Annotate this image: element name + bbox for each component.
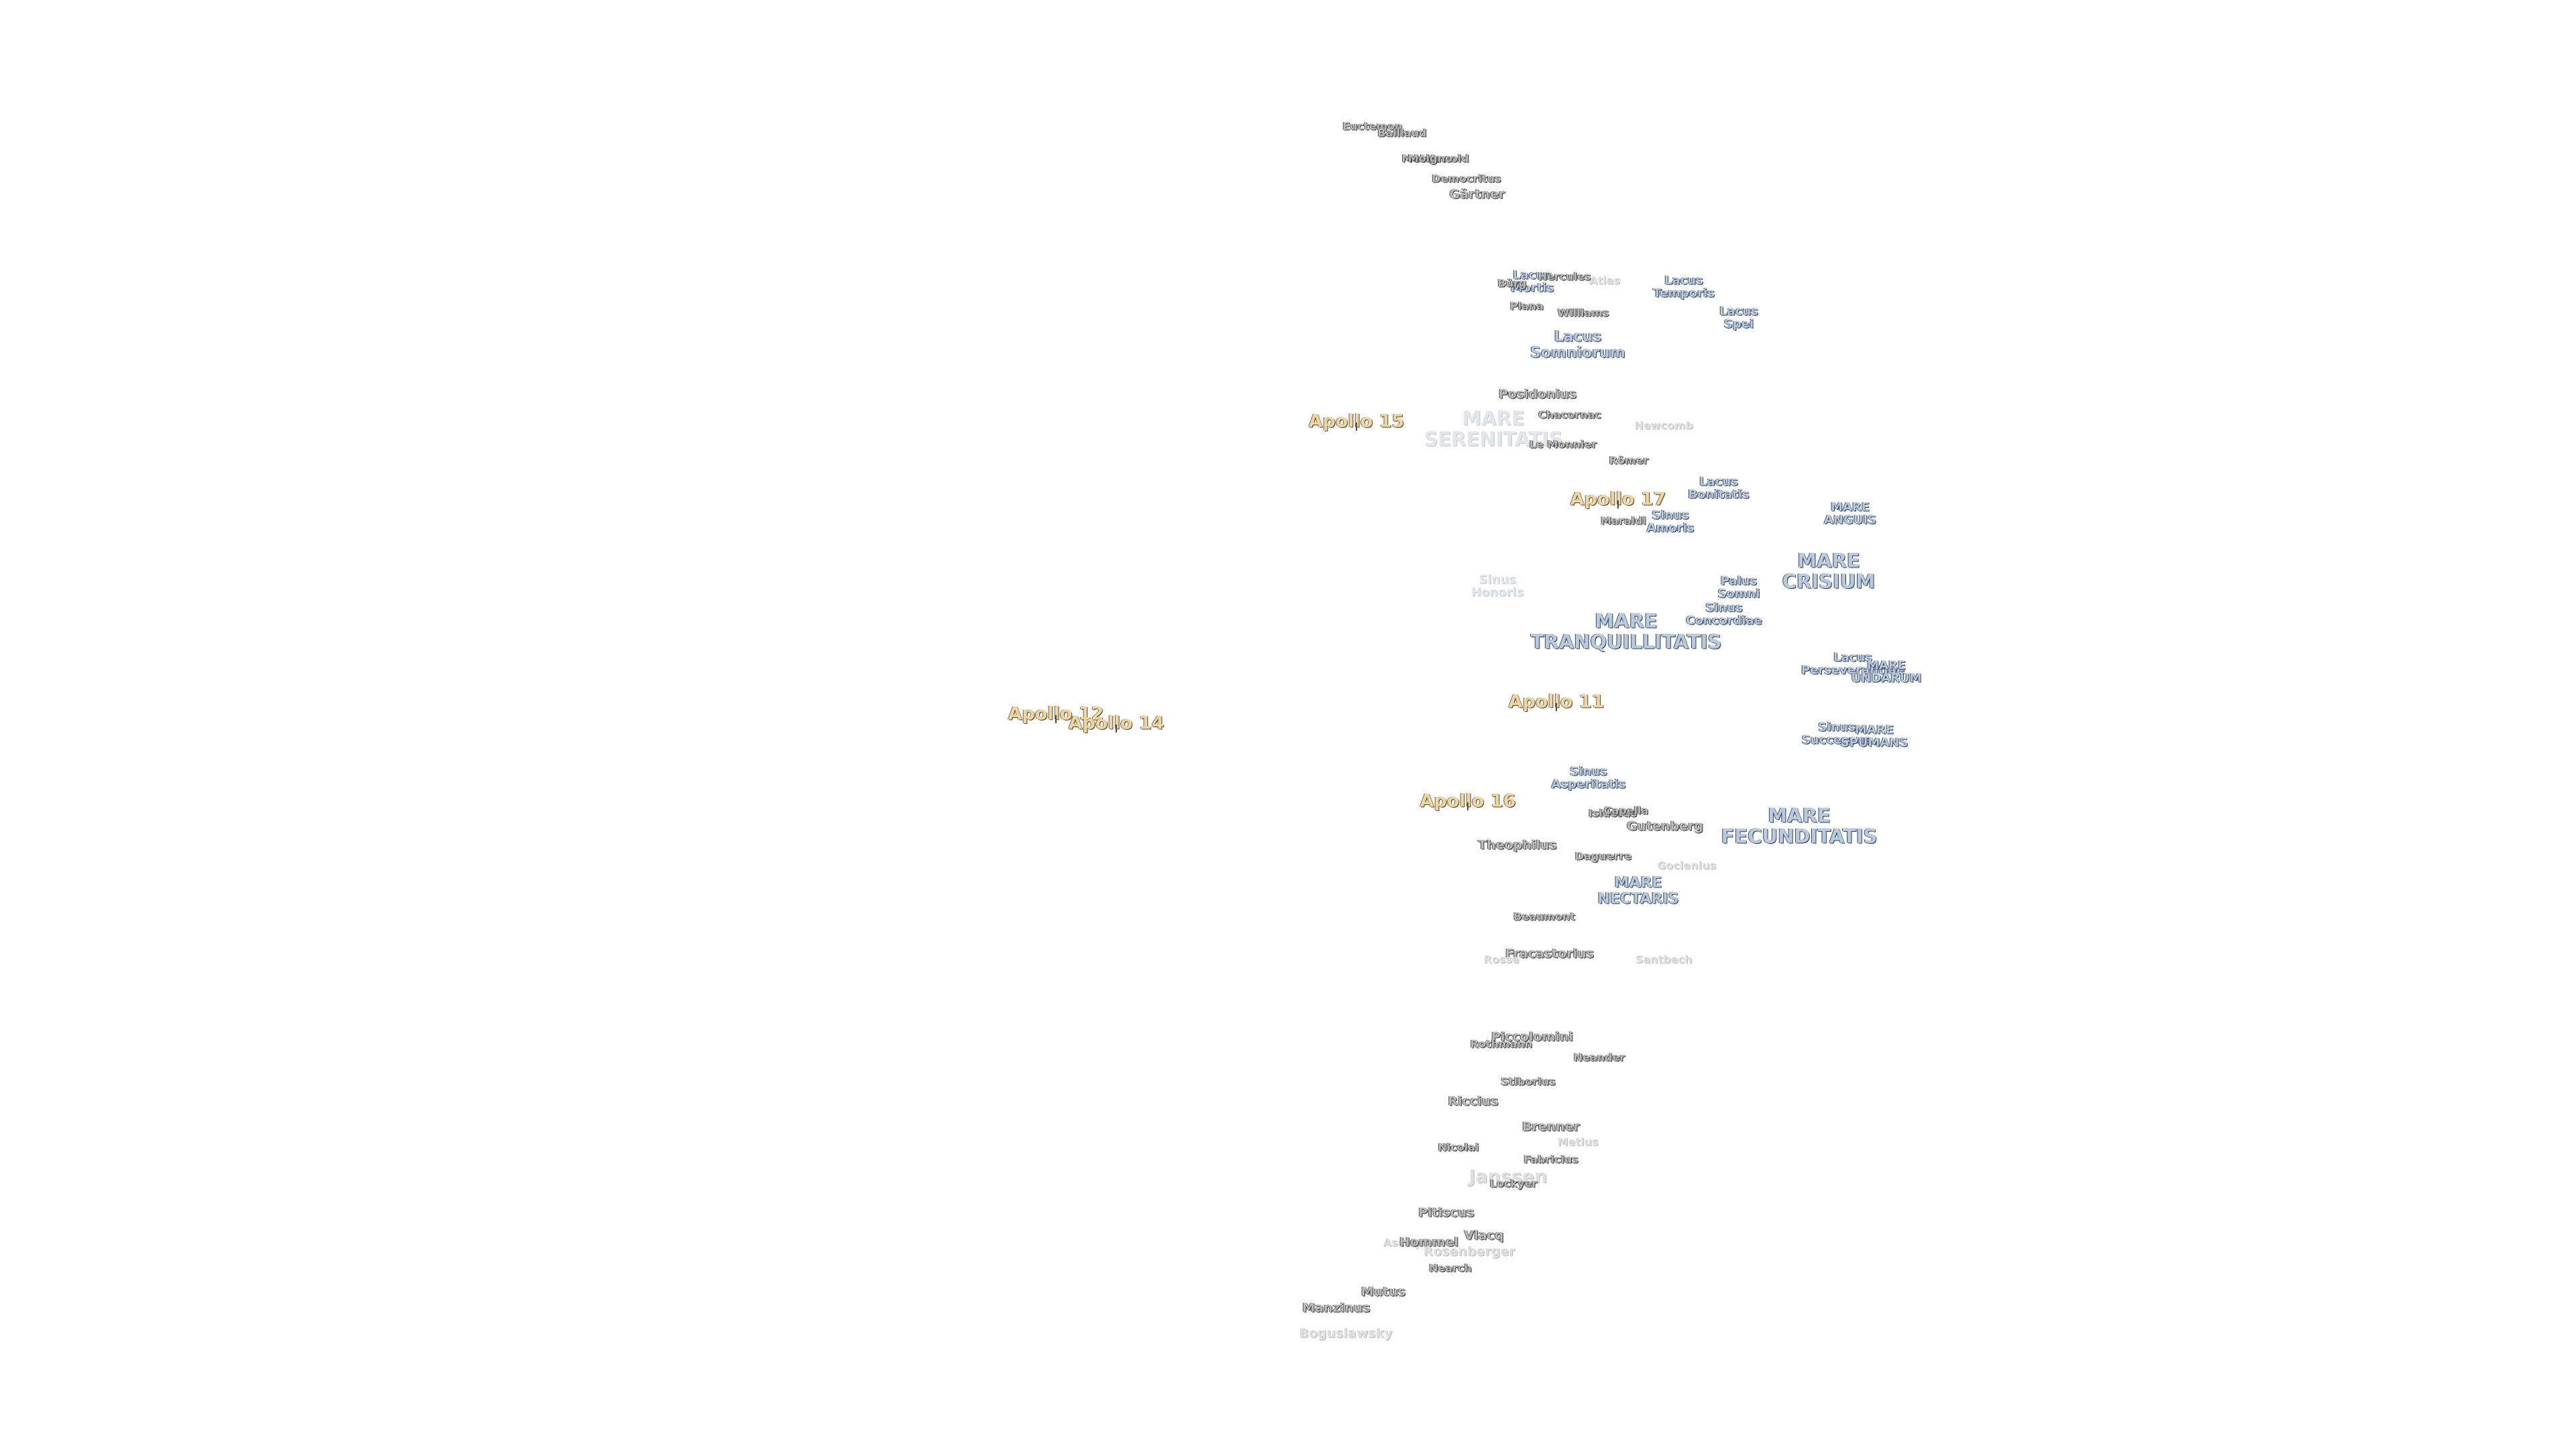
crater-label: Piccolomini — [1491, 1029, 1573, 1044]
crater-label: Fabricius — [1523, 1152, 1578, 1166]
crater-label: Williams — [1557, 306, 1609, 319]
landing-site-marker — [1116, 724, 1117, 733]
crater-label: Gärtner — [1449, 186, 1505, 202]
crater-label: Nicolai — [1438, 1140, 1479, 1154]
crater-label: Meton — [1401, 152, 1440, 165]
crater-label: Rosenberger — [1423, 1244, 1515, 1259]
crater-label: Plana — [1509, 299, 1544, 313]
crater-label: Democritus — [1432, 172, 1501, 185]
crater-label: Metius — [1557, 1135, 1599, 1148]
crater-label: Asclepi — [1383, 1236, 1427, 1249]
crater-label: Baillaud — [1377, 126, 1427, 140]
crater-label: Chacornac — [1538, 408, 1601, 421]
crater-label: Nearch — [1429, 1261, 1472, 1275]
crater-label: Beaumont — [1513, 910, 1575, 923]
landing-site-marker — [1617, 500, 1619, 508]
crater-label: Le Monnier — [1529, 437, 1597, 451]
crater-label: Goclenius — [1657, 859, 1716, 872]
crater-label: Lockyer — [1489, 1177, 1538, 1190]
crater-label: Maraldi — [1601, 514, 1646, 527]
crater-label: Arnold — [1429, 152, 1469, 165]
landing-site-marker — [1356, 423, 1357, 431]
crater-label: Theophilus — [1478, 837, 1557, 853]
crater-label: Capella — [1603, 804, 1649, 817]
crater-label: Stiborius — [1501, 1075, 1556, 1088]
crater-label: Moigno — [1407, 152, 1453, 165]
crater-label: Mutus — [1360, 1284, 1406, 1299]
crater-label: Hommel — [1399, 1234, 1458, 1250]
landing-site-marker — [1556, 703, 1557, 711]
crater-label: Neander — [1573, 1051, 1625, 1064]
crater-label: Riccius — [1448, 1093, 1499, 1109]
crater-label: Isidorus — [1588, 806, 1638, 820]
crater-label: Euctemon — [1342, 119, 1403, 133]
crater-label: Manzinus — [1302, 1300, 1371, 1316]
crater-label: Römer — [1609, 453, 1649, 467]
landing-site-marker — [1055, 715, 1057, 723]
crater-label: Fracastorius — [1505, 946, 1595, 961]
crater-label: Daguerre — [1574, 849, 1632, 863]
crater-label: Gutenberg — [1626, 818, 1704, 834]
crater-label: Bürg — [1497, 276, 1527, 290]
crater-label: Newcomb — [1634, 419, 1693, 432]
crater-label: Santbech — [1635, 953, 1693, 966]
crater-label: Pitiscus — [1418, 1205, 1474, 1220]
crater-label: Atlas — [1589, 274, 1620, 287]
crater-label: Posidonius — [1498, 386, 1577, 402]
crater-label: Rothmann — [1470, 1037, 1533, 1051]
landing-site-marker — [1467, 802, 1468, 810]
crater-label: Vlacq — [1464, 1228, 1504, 1243]
crater-label: Janssen — [1468, 1166, 1548, 1187]
crater-label: Brenner — [1521, 1119, 1580, 1134]
crater-label: Hercules — [1538, 270, 1591, 283]
crater-label: Rosse — [1483, 953, 1519, 966]
crater-label: Boguslawsky — [1299, 1326, 1393, 1341]
